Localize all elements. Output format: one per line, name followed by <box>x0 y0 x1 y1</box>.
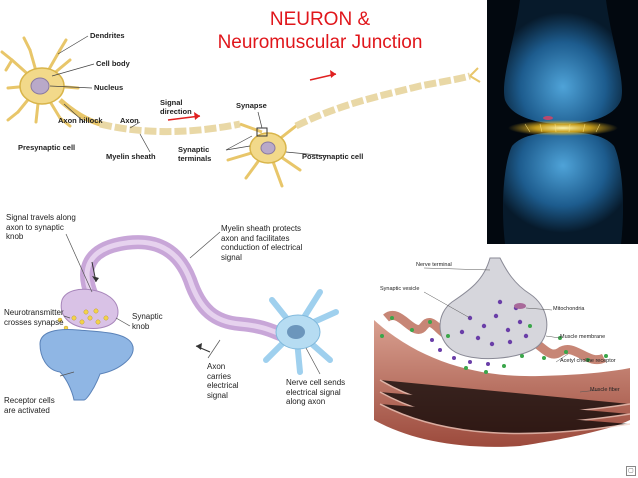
label-postsynaptic-cell: Postsynaptic cell <box>302 152 364 161</box>
label-muscle-membrane: Muscle membrane <box>560 334 606 340</box>
label-muscle-fiber: Muscle fiber <box>590 387 620 393</box>
label-cell-body: Cell body <box>96 59 130 68</box>
nerve-cell-nucleus <box>287 325 305 339</box>
label-synaptic-knob: Synaptic knob <box>132 312 163 331</box>
label-synaptic-terminals: Synaptic terminals <box>178 145 212 163</box>
label-mitochondria: Mitochondria <box>553 306 585 312</box>
label-signal-travels: Signal travels along axon to synaptic kn… <box>6 213 76 241</box>
nerve-terminal <box>439 257 548 359</box>
label-myelin-sheath: Myelin sheath <box>106 152 156 161</box>
postsynaptic-nucleus <box>260 141 276 155</box>
myelinated-axon <box>99 120 241 136</box>
label-dendrites: Dendrites <box>90 31 125 40</box>
label-presynaptic-cell: Presynaptic cell <box>18 143 76 152</box>
slide-title: NEURON & Neuromuscular Junction <box>190 8 450 54</box>
label-nerve-terminal: Nerve terminal <box>416 262 452 268</box>
label-nucleus: Nucleus <box>94 83 124 92</box>
label-axon-hillock: Axon hillock <box>58 116 103 125</box>
synaptic-cleft-glow <box>508 120 618 136</box>
slide-corner-icon[interactable]: ▢ <box>626 466 636 476</box>
mitochondrion <box>514 303 526 309</box>
presynaptic-bulb <box>503 0 623 124</box>
title-line-2: Neuromuscular Junction <box>217 32 423 53</box>
label-receptor-cells: Receptor cells are activated <box>4 396 55 415</box>
presynaptic-nucleus <box>30 77 50 95</box>
label-neurotransmitter: Neurotransmitter crosses synapse <box>4 308 64 327</box>
title-line-1: NEURON & <box>269 9 371 30</box>
postsynaptic-bulb <box>502 132 624 244</box>
label-axon: Axon <box>120 116 139 125</box>
label-myelin-protects: Myelin sheath protects axon and facilita… <box>221 224 303 262</box>
label-nerve-cell-sends: Nerve cell sends electrical signal along… <box>286 378 346 406</box>
label-ach-receptor: Acetyl choline receptor <box>560 358 616 364</box>
receptor-cell <box>39 329 134 401</box>
label-synapse: Synapse <box>236 101 267 110</box>
label-axon-carries: Axon carries electrical signal <box>207 362 239 400</box>
label-synaptic-vesicle: Synaptic vesicle <box>380 286 420 292</box>
label-signal-direction: Signal direction <box>160 98 192 116</box>
